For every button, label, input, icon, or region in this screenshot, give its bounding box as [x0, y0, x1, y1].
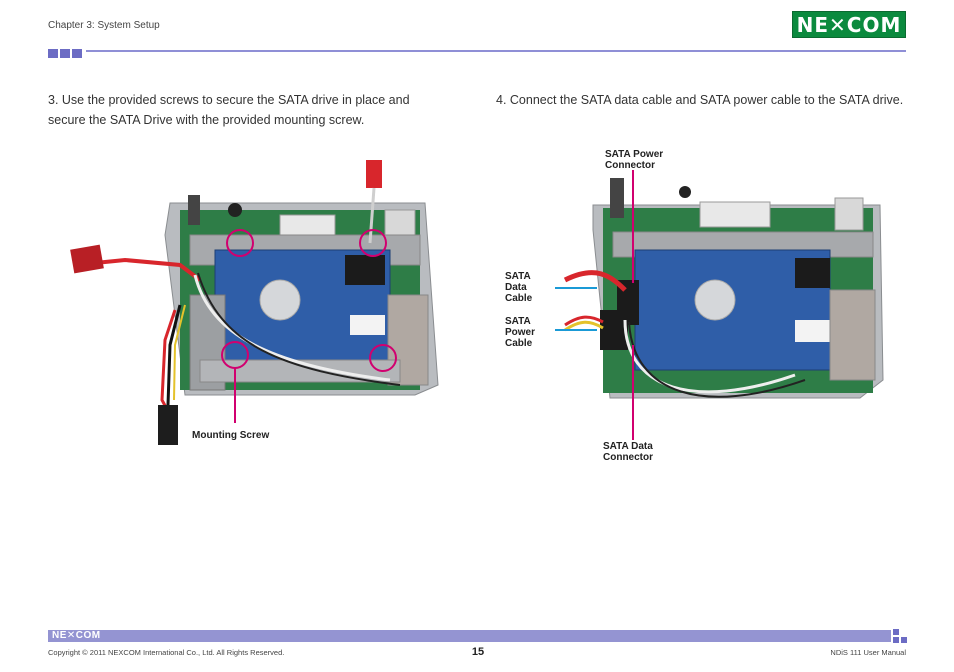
footer-squares-decoration: [893, 629, 907, 643]
label-line: SATA Power: [605, 149, 664, 160]
step-4-text: 4. Connect the SATA data cable and SATA …: [496, 93, 904, 107]
sata-data-connector-label: SATA Data Connector: [603, 441, 653, 463]
footer-logo: NE✕COM: [52, 630, 101, 641]
nexcom-logo: NE✕COM: [792, 11, 906, 38]
label-line: Power: [505, 327, 536, 338]
sata-power-cable-label: SATA Power Cable: [505, 316, 535, 349]
copyright-text: Copyright © 2011 NEXCOM International Co…: [48, 648, 285, 657]
page-number: 15: [471, 646, 485, 658]
sata-cable-connection-photo: [555, 170, 884, 440]
label-line: Cable: [505, 338, 533, 349]
label-line: Data: [505, 282, 527, 293]
label-line: Cable: [505, 293, 533, 304]
sata-drive-mounting-photo: [70, 160, 439, 445]
label-line: SATA: [505, 271, 531, 282]
label-line: Connector: [603, 452, 653, 463]
mounting-screw-label: Mounting Screw: [192, 430, 270, 441]
chapter-title: Chapter 3: System Setup: [48, 20, 160, 31]
sata-data-cable-label: SATA Data Cable: [505, 271, 532, 304]
footer-bar: [48, 630, 891, 642]
label-line: Connector: [605, 160, 655, 171]
manual-name: NDiS 111 User Manual: [830, 648, 906, 657]
logo-text: NE✕COM: [796, 13, 902, 37]
step-3-text: 3. Use the provided screws to secure the…: [48, 93, 410, 127]
label-line: SATA: [505, 316, 531, 327]
header-squares-decoration: [48, 49, 84, 58]
header-rule: [86, 50, 906, 52]
label-line: SATA Data: [603, 441, 653, 452]
sata-power-connector-label: SATA Power Connector: [605, 149, 663, 171]
